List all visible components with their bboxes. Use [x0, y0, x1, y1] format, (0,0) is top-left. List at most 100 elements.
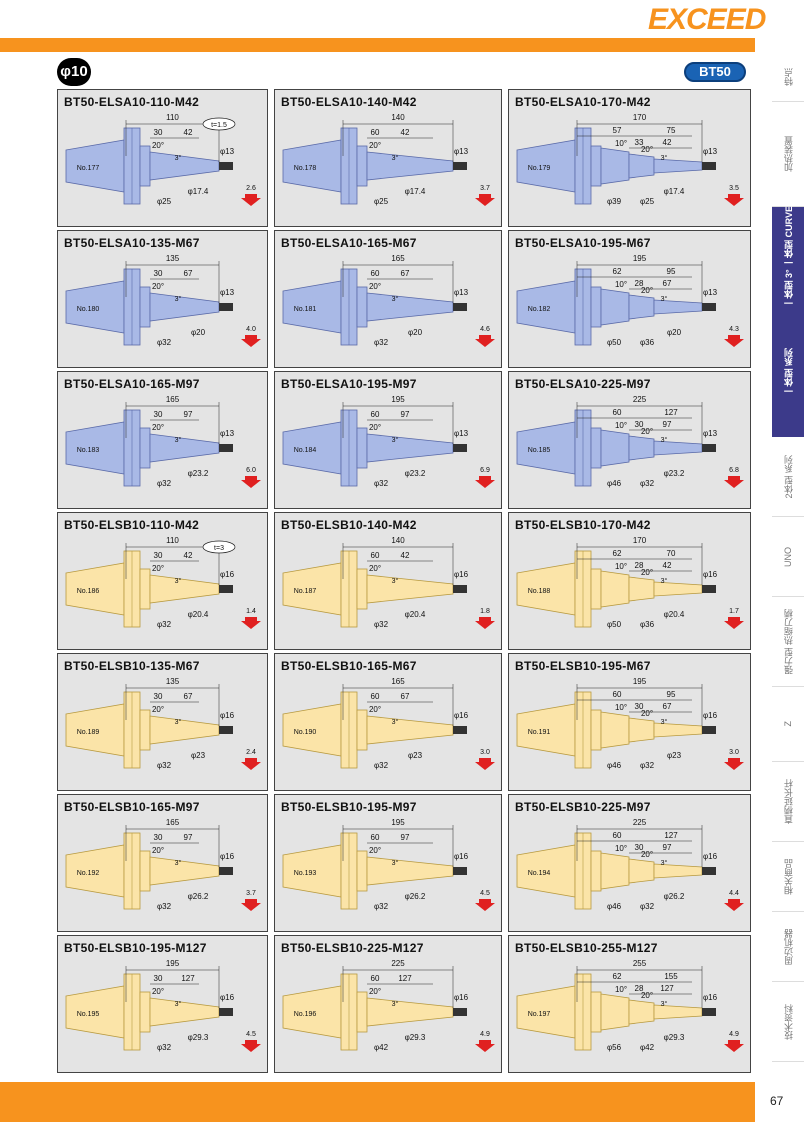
dim-d3: 28	[635, 561, 644, 570]
angle-3deg: 3°	[661, 1000, 668, 1008]
product-title: BT50-ELSA10-165-M67	[281, 236, 417, 250]
cutter-tip	[453, 444, 467, 452]
sidebar-item-4[interactable]: 2体型 系列	[772, 437, 804, 517]
dim-d2: 70	[667, 549, 676, 558]
diameter-c: φ23	[667, 751, 682, 760]
sidebar-item-0[interactable]: 特点	[772, 52, 804, 102]
body-section-1	[600, 429, 630, 467]
dim-d1: 60	[371, 833, 380, 842]
tip-diameter: φ16	[703, 852, 718, 861]
angle-1: 20°	[369, 564, 381, 573]
product-title: BT50-ELSB10-165-M97	[64, 800, 200, 814]
cutter-tip	[219, 1008, 233, 1016]
product-number: No.182	[528, 306, 551, 313]
weight-value: 6.0	[246, 467, 256, 474]
dim-total: 165	[166, 818, 180, 827]
weight-arrow-icon	[475, 194, 495, 206]
weight-arrow-icon	[724, 617, 744, 629]
cutter-tip	[702, 444, 716, 452]
angle-3deg: 3°	[661, 436, 668, 444]
sidebar-item-8[interactable]: 直柄延长杆	[772, 762, 804, 842]
product-title: BT50-ELSB10-110-M42	[64, 518, 200, 532]
sidebar-item-5[interactable]: UNO	[772, 517, 804, 597]
cutter-tip	[219, 867, 233, 875]
angle-1: 20°	[152, 564, 164, 573]
sidebar-item-10[interactable]: 周边机器	[772, 912, 804, 982]
weight-value: 3.7	[480, 185, 490, 192]
t-badge	[202, 540, 236, 554]
weight-arrow-icon	[724, 758, 744, 770]
collar	[139, 850, 151, 892]
sidebar-item-6[interactable]: 强力型 热缩刀柄	[772, 597, 804, 687]
diameter-a: φ46	[607, 902, 622, 911]
dim-total: 110	[166, 113, 179, 122]
sidebar-item-1[interactable]: 加热装置	[772, 102, 804, 207]
product-title: BT50-ELSB10-135-M67	[64, 659, 200, 673]
product-title: BT50-ELSB10-170-M42	[515, 518, 651, 532]
sidebar-item-2[interactable]: 一体型 3° 一体型 CURVE	[772, 206, 804, 308]
body-section-2	[628, 294, 655, 320]
tool-body	[149, 997, 220, 1027]
dim-total: 135	[166, 677, 180, 686]
weight-value: 4.5	[480, 890, 490, 897]
sidebar-item-11[interactable]: 技术资料	[772, 982, 804, 1062]
dim-d1: 30	[154, 692, 163, 701]
sidebar-item-9[interactable]: 相关商品	[772, 842, 804, 912]
dim-d2: 127	[398, 974, 412, 983]
product-title: BT50-ELSB10-195-M97	[281, 800, 417, 814]
weight-arrow-icon	[241, 335, 261, 347]
dim-d2: 67	[184, 692, 193, 701]
product-title: BT50-ELSB10-165-M67	[281, 659, 417, 673]
body-section-2	[628, 717, 655, 743]
diameter-b: φ36	[640, 338, 655, 347]
dim-d2: 42	[401, 128, 410, 137]
sidebar-item-label: 特点	[783, 67, 794, 86]
diameter-b: φ32	[640, 902, 655, 911]
sidebar-item-7[interactable]: Z	[772, 687, 804, 762]
collar	[356, 568, 368, 610]
diameter-a: φ46	[607, 761, 622, 770]
diameter-b: φ23	[191, 751, 206, 760]
dim-total: 255	[633, 959, 647, 968]
dim-total: 135	[166, 254, 180, 263]
sidebar-item-3[interactable]: 一体型 系列	[772, 307, 804, 437]
weight-arrow-icon	[475, 758, 495, 770]
weight-value: 2.4	[246, 749, 256, 756]
body-section-2	[628, 435, 655, 461]
dim-d2: 95	[667, 690, 676, 699]
dim-d2: 67	[184, 269, 193, 278]
sidebar-item-label: 技术资料	[783, 1003, 794, 1040]
dim-total: 225	[633, 395, 647, 404]
dim-d1: 30	[154, 269, 163, 278]
cutter-tip	[219, 162, 233, 170]
dim-d3: 28	[635, 984, 644, 993]
tool-body	[366, 292, 454, 322]
diameter-b: φ42	[640, 1043, 655, 1052]
diameter-a: φ32	[374, 902, 389, 911]
angle-1: 10°	[615, 562, 627, 571]
angle-2: 20°	[641, 145, 653, 154]
diameter-b: φ20.4	[405, 610, 426, 619]
